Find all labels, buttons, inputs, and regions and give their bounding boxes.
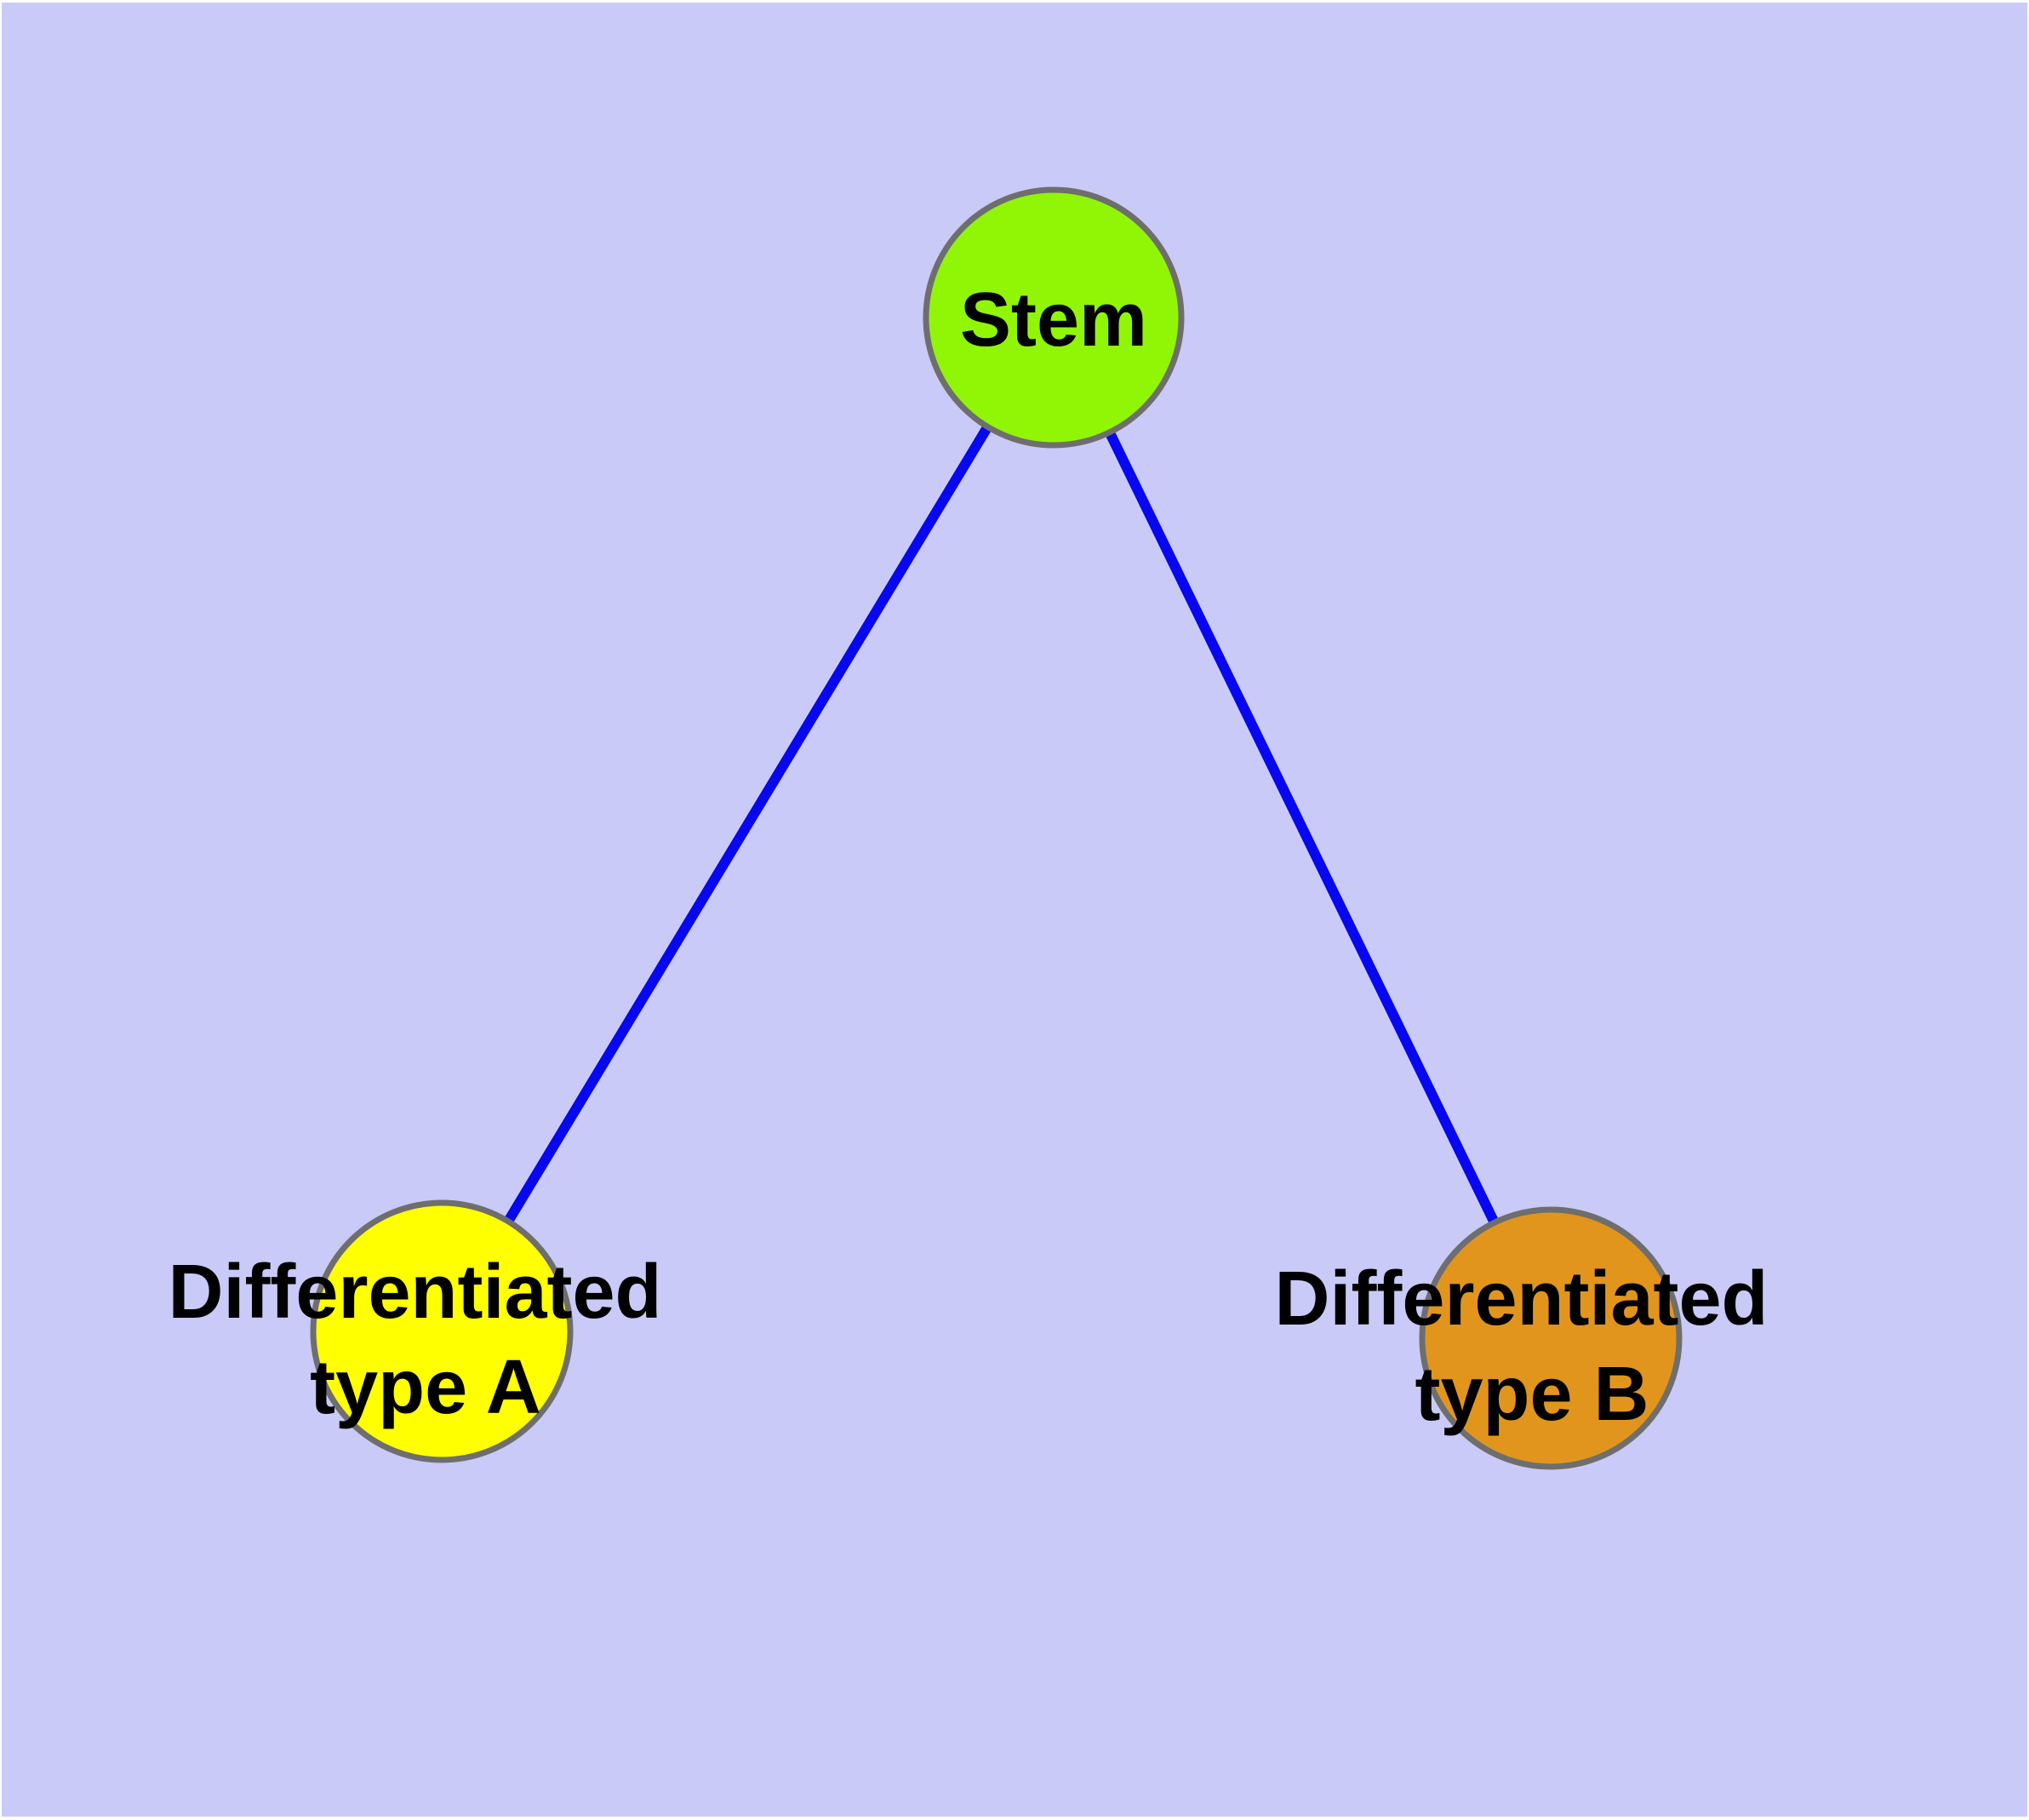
- node-stem: [923, 186, 1185, 449]
- edge-stem-to-diff-a: [437, 312, 1059, 1336]
- node-diff-type-a: [310, 1199, 574, 1463]
- node-diff-type-b-label: Differentiated type B: [1274, 1256, 1789, 1437]
- edge-stem-to-diff-b: [1049, 312, 1556, 1343]
- node-diff-type-a-label-line2: type A: [310, 1345, 541, 1430]
- node-stem-label: Stem: [960, 278, 1147, 363]
- node-diff-type-a-label: Differentiated type A: [168, 1250, 683, 1430]
- node-diff-type-b: [1419, 1206, 1683, 1470]
- node-diff-type-b-label-line1: Differentiated: [1274, 1256, 1768, 1342]
- node-diff-type-a-label-line1: Differentiated: [168, 1250, 661, 1335]
- node-diff-type-b-label-line2: type B: [1415, 1352, 1649, 1437]
